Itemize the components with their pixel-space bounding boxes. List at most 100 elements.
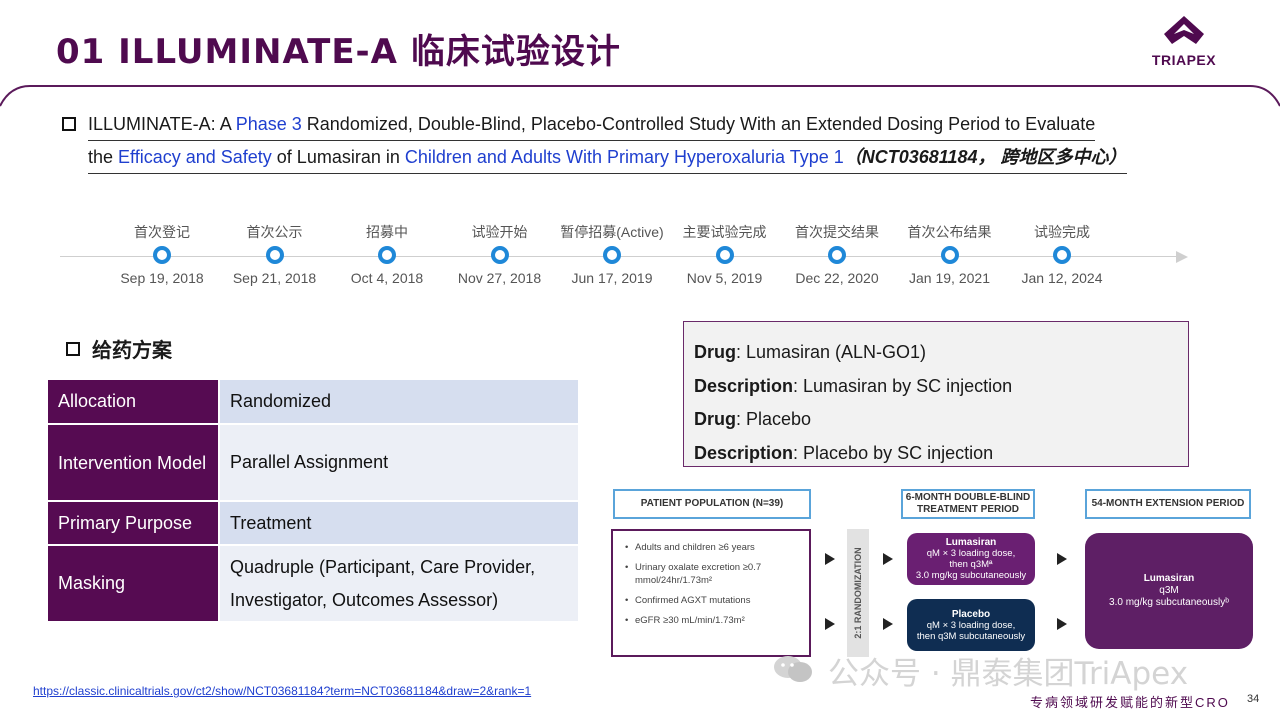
intro-segment: of Lumasiran in xyxy=(271,147,405,167)
milestone-label: 首次登记 xyxy=(134,224,190,240)
table-value: Quadruple (Participant, Care Provider, I… xyxy=(220,546,578,621)
arm-detail: 3.0 mg/kg subcutaneouslyᵇ xyxy=(1109,597,1229,608)
milestone-date: Jan 12, 2024 xyxy=(1021,270,1103,286)
intro-line-1: ILLUMINATE-A: A Phase 3 Randomized, Doub… xyxy=(88,108,1096,141)
timeline-milestone: 试验开始 Nov 27, 2018 xyxy=(435,218,565,286)
drug-label: Drug xyxy=(694,342,736,362)
placebo-arm: Placebo qM × 3 loading dose, then q3M su… xyxy=(907,599,1035,651)
drug-row: Drug: Placebo xyxy=(694,403,1178,437)
milestone-date: Nov 27, 2018 xyxy=(457,270,542,286)
table-row: Allocation Randomized xyxy=(48,380,578,423)
arm-name: Placebo xyxy=(951,608,991,620)
milestone-dot-icon xyxy=(1053,246,1071,264)
drug-value: : Placebo by SC injection xyxy=(793,442,994,463)
wechat-icon xyxy=(774,656,812,682)
drug-label: Drug xyxy=(694,409,736,429)
criteria-item: Confirmed AGXT mutations xyxy=(625,594,809,607)
milestone-date: Jun 17, 2019 xyxy=(571,270,653,286)
timeline-milestone: 主要试验完成 Nov 5, 2019 xyxy=(660,218,790,286)
drug-value: : Lumasiran by SC injection xyxy=(793,375,1013,396)
criteria-item: Adults and children ≥6 years xyxy=(625,541,809,554)
milestone-date: Jan 19, 2021 xyxy=(909,270,990,286)
table-key: Primary Purpose xyxy=(48,502,220,544)
intro-segment: Phase 3 xyxy=(235,114,302,134)
extension-arm: Lumasiran q3M 3.0 mg/kg subcutaneouslyᵇ xyxy=(1085,533,1253,649)
drug-row: Description: Placebo by SC injection xyxy=(694,437,1178,471)
arm-name: Lumasiran xyxy=(945,537,997,548)
milestone-label: 试验开始 xyxy=(471,224,528,240)
arrow-right-icon xyxy=(825,618,835,630)
milestone-label: 主要试验完成 xyxy=(682,224,767,240)
timeline-milestone: 首次公布结果 Jan 19, 2021 xyxy=(885,218,1015,286)
triapex-logo: TRIAPEX xyxy=(1140,14,1228,70)
milestone-label: 首次公示 xyxy=(246,224,303,240)
arrow-right-icon xyxy=(883,618,893,630)
milestone-date: Sep 21, 2018 xyxy=(232,270,317,286)
milestone-label: 首次提交结果 xyxy=(795,224,879,240)
logo-text: TRIAPEX xyxy=(1151,52,1217,68)
page-title: 01 ILLUMINATE-A 临床试验设计 xyxy=(56,32,621,72)
drug-value: : Lumasiran (ALN-GO1) xyxy=(736,342,927,362)
watermark-text: 公众号 · 鼎泰集团TriApex xyxy=(828,656,1189,692)
intro-segment: Children and Adults With Primary Hyperox… xyxy=(404,147,844,167)
milestone-dot-icon xyxy=(603,246,621,264)
footer-tagline: 专病领域研发赋能的新型CRO xyxy=(1030,695,1230,710)
square-bullet-icon xyxy=(62,117,76,131)
milestone-label: 招募中 xyxy=(366,224,408,240)
page-number: 34 xyxy=(1247,693,1260,705)
dosing-title-text: 给药方案 xyxy=(92,338,172,362)
drug-value: : Placebo xyxy=(736,409,812,429)
milestone-dot-icon xyxy=(153,246,171,264)
randomization-label: 2:1 RANDOMIZATION xyxy=(853,547,863,639)
table-key: Intervention Model xyxy=(48,425,220,500)
drug-info-box: Drug: Lumasiran (ALN-GO1) Description: L… xyxy=(683,321,1189,467)
intro-line-2: the Efficacy and Safety of Lumasiran in … xyxy=(88,141,1127,174)
arm-detail: qM × 3 loading dose, xyxy=(926,548,1016,559)
lumasiran-arm: Lumasiran qM × 3 loading dose, then q3Mª… xyxy=(907,533,1035,585)
milestone-dot-icon xyxy=(378,246,396,264)
randomization-bar: 2:1 RANDOMIZATION xyxy=(847,529,869,657)
drug-row: Description: Lumasiran by SC injection xyxy=(694,370,1178,404)
timeline-milestone: 招募中 Oct 4, 2018 xyxy=(322,218,452,286)
intro-segment: the xyxy=(88,147,119,167)
arrow-right-icon xyxy=(883,553,893,565)
drug-label: Description xyxy=(694,375,794,396)
criteria-item: Urinary oxalate excretion ≥0.7 mmol/24hr… xyxy=(625,561,809,587)
drug-row: Drug: Lumasiran (ALN-GO1) xyxy=(694,336,1178,370)
table-value: Treatment xyxy=(220,502,578,544)
criteria-item: eGFR ≥30 mL/min/1.73m² xyxy=(625,614,809,627)
watermark: 公众号 · 鼎泰集团TriApex xyxy=(772,648,1252,692)
triapex-logo-icon xyxy=(1164,16,1204,44)
arm-detail: then q3Mª xyxy=(949,559,993,570)
milestone-date: Nov 5, 2019 xyxy=(686,270,763,286)
double-blind-header: 6-MONTH DOUBLE-BLIND TREATMENT PERIOD xyxy=(901,489,1035,519)
source-link[interactable]: https://classic.clinicaltrials.gov/ct2/s… xyxy=(33,684,532,698)
milestone-date: Sep 19, 2018 xyxy=(120,270,204,286)
table-row: Primary Purpose Treatment xyxy=(48,502,578,544)
table-row: Masking Quadruple (Participant, Care Pro… xyxy=(48,546,578,621)
intro-segment: （NCT03681184， 跨地区多中心） xyxy=(843,147,1127,167)
drug-label: Description xyxy=(694,442,794,463)
timeline-milestone: 暂停招募(Active)Jun 17, 2019 xyxy=(547,218,677,286)
milestone-dot-icon xyxy=(828,246,846,264)
timeline-arrow-icon xyxy=(1176,251,1188,263)
intro-segment: Efficacy and Safety xyxy=(118,147,272,167)
square-bullet-icon xyxy=(66,342,80,356)
arm-detail: q3M xyxy=(1159,585,1179,596)
timeline-milestone: 首次公示 Sep 21, 2018 xyxy=(210,218,340,286)
timeline-milestone: 首次登记 Sep 19, 2018 xyxy=(97,218,227,286)
table-value: Parallel Assignment xyxy=(220,425,578,500)
table-key: Masking xyxy=(48,546,220,621)
table-key: Allocation xyxy=(48,380,220,423)
milestone-dot-icon xyxy=(715,246,734,264)
milestone-date: Oct 4, 2018 xyxy=(350,270,424,286)
arrow-right-icon xyxy=(1057,618,1067,630)
dosing-section-title: 给药方案 xyxy=(66,334,172,363)
dosing-table: Allocation Randomized Intervention Model… xyxy=(48,378,578,623)
header-divider xyxy=(0,85,1280,107)
milestone-label: 首次公布结果 xyxy=(907,224,992,240)
milestone-dot-icon xyxy=(265,246,284,264)
extension-header: 54-MONTH EXTENSION PERIOD xyxy=(1085,489,1251,519)
arrow-right-icon xyxy=(1057,553,1067,565)
